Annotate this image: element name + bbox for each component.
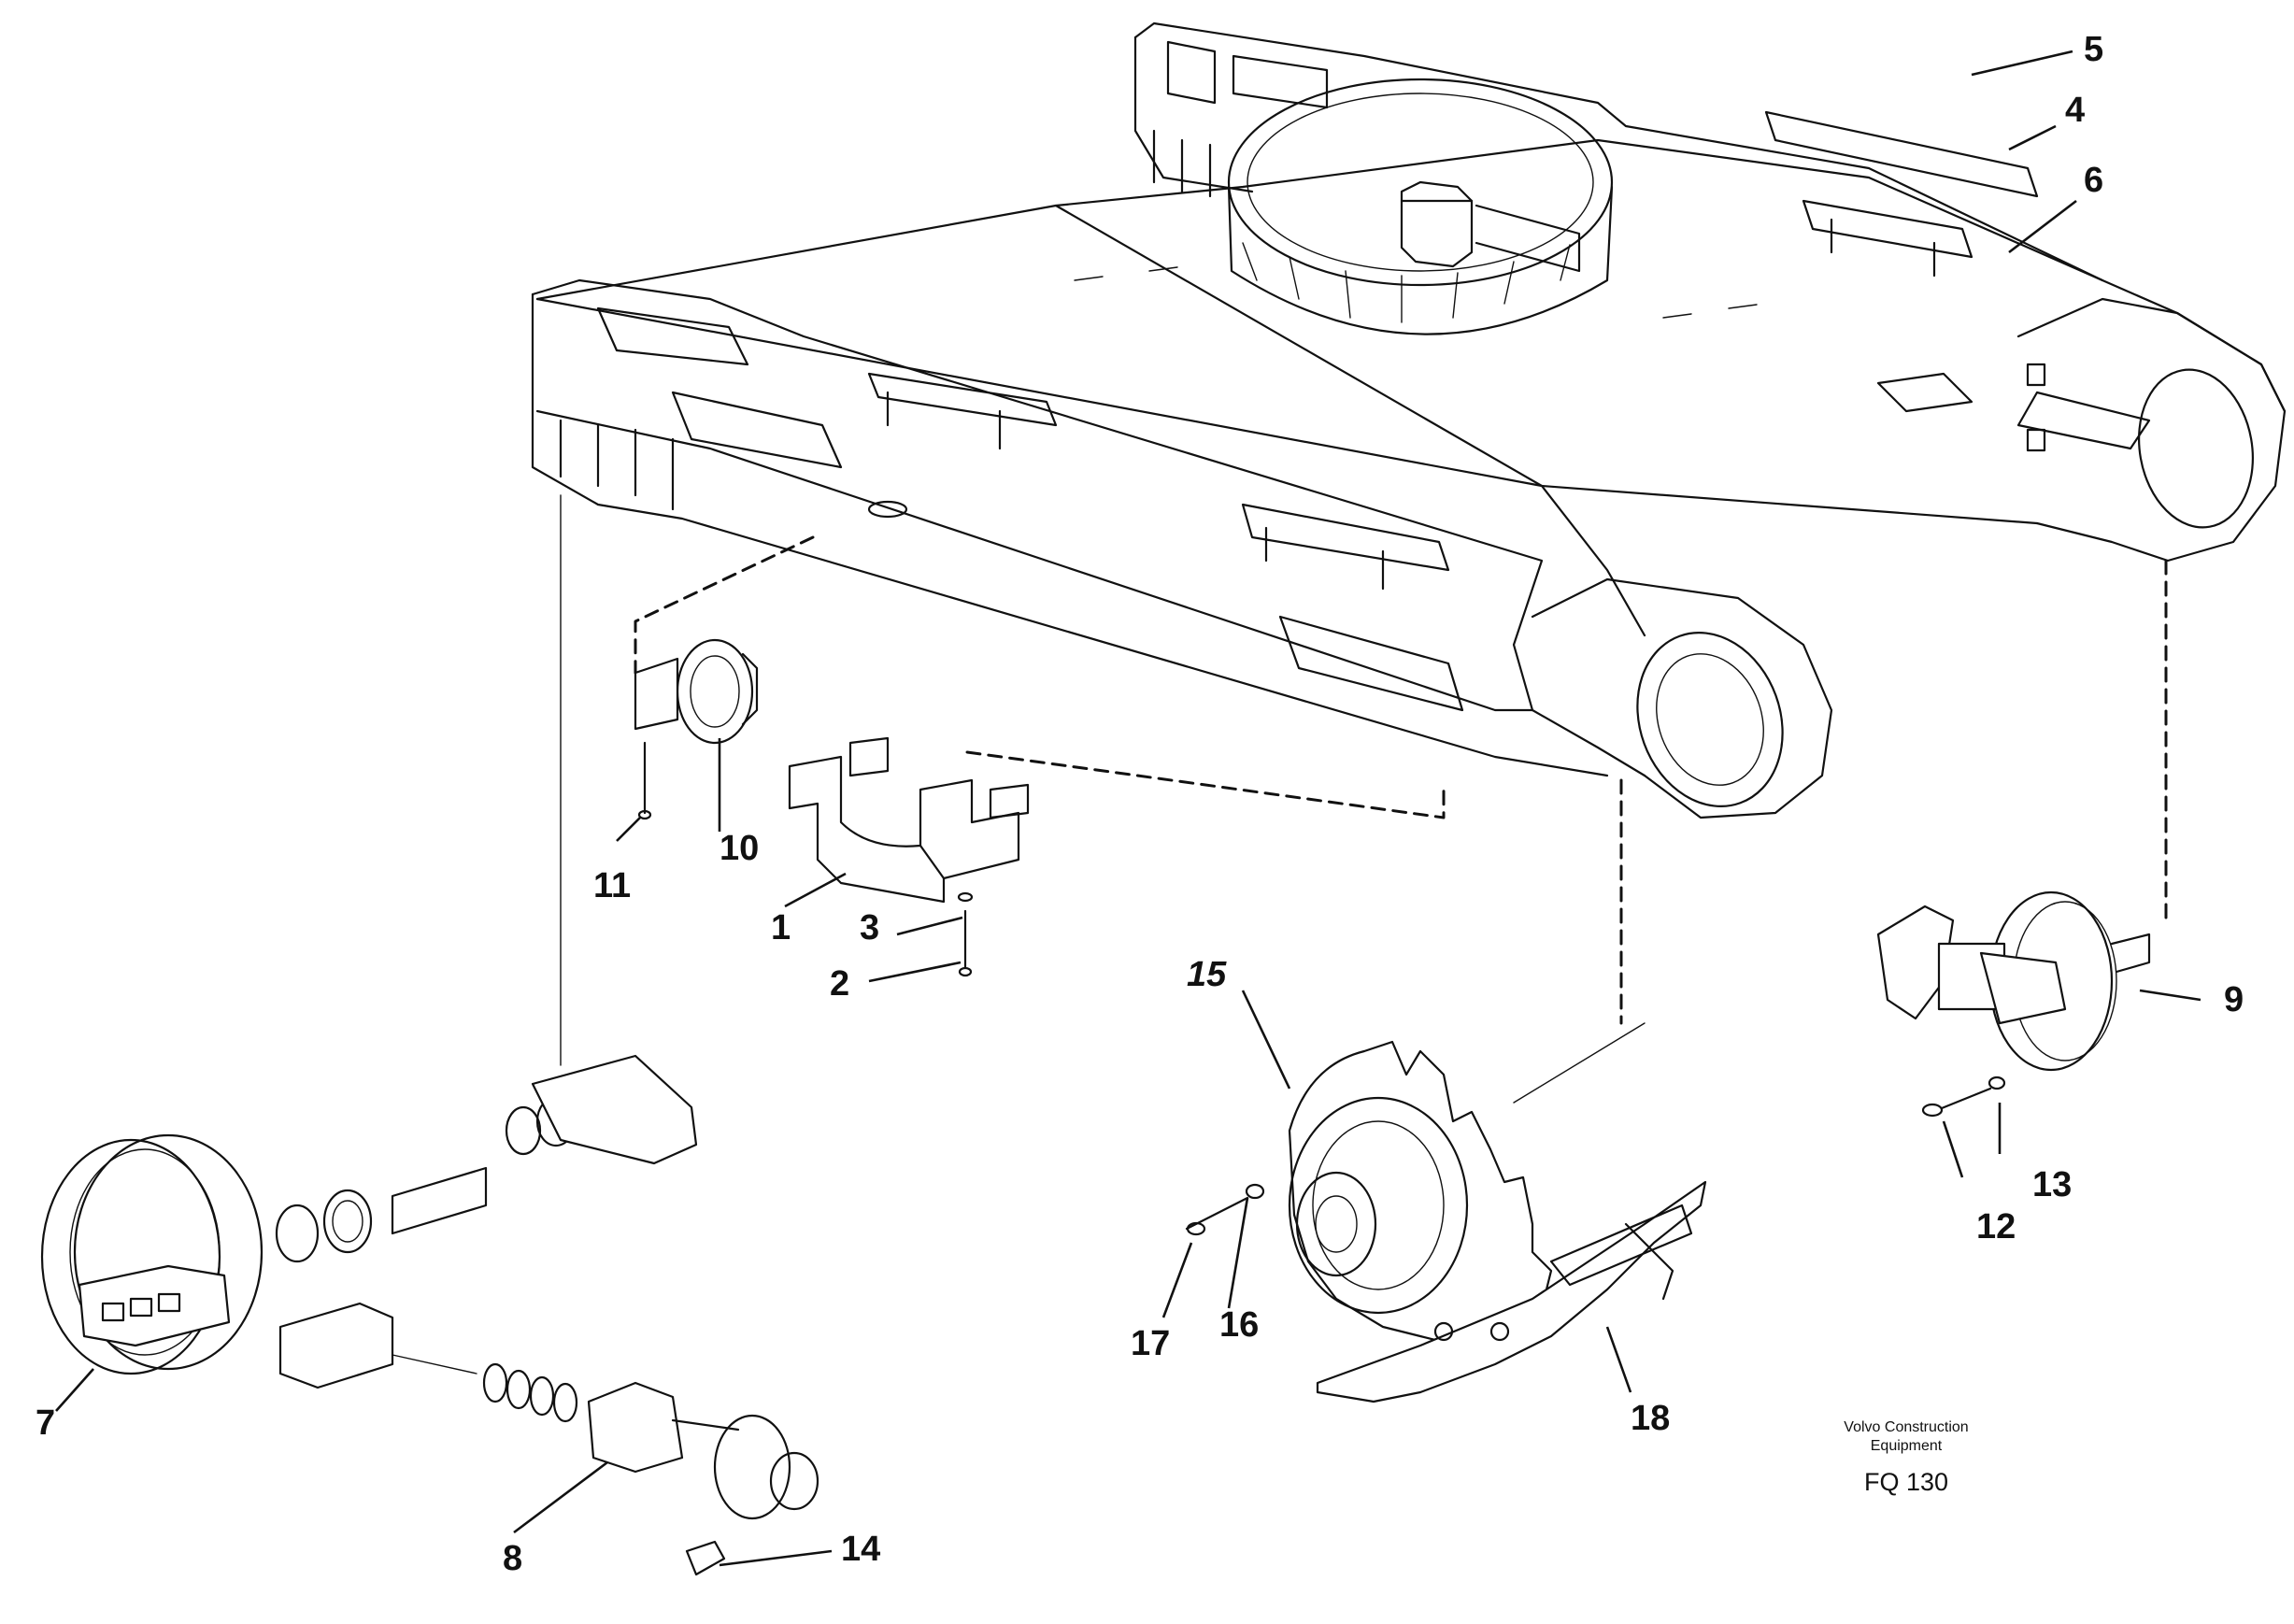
callout-13: 13 [2032, 1165, 2072, 1204]
callout-5: 5 [2084, 30, 2103, 69]
company-name-line2: Equipment [1871, 1438, 1943, 1454]
grease-nipple-14 [685, 1540, 726, 1576]
callout-labels: 5 4 6 9 13 12 10 11 1 3 2 15 16 17 18 7 … [36, 30, 2244, 1578]
recoil-spring-assembly [278, 1302, 819, 1520]
track-guard [788, 736, 1030, 904]
callout-16: 16 [1219, 1305, 1259, 1345]
undercarriage-frame [531, 21, 2287, 819]
callout-9: 9 [2224, 980, 2244, 1019]
callout-8: 8 [503, 1539, 522, 1578]
screw-17-washer-16 [1185, 1183, 1265, 1236]
callout-1: 1 [771, 908, 791, 947]
carrier-roller [634, 638, 759, 745]
callout-4: 4 [2065, 91, 2085, 130]
screw-12-washer-13 [1921, 1076, 2006, 1118]
screw-11 [637, 741, 652, 820]
leader-lines [55, 50, 2201, 1567]
callout-6: 6 [2084, 161, 2103, 200]
callout-11: 11 [593, 866, 631, 905]
callout-18: 18 [1631, 1399, 1670, 1438]
callout-15: 15 [1187, 955, 1227, 994]
drive-sprocket [1288, 1040, 1553, 1347]
callout-17: 17 [1131, 1324, 1170, 1363]
callout-10: 10 [720, 829, 759, 868]
screw-2-washer-3 [957, 891, 974, 977]
track-chain [1316, 1180, 1707, 1403]
idler-shaft-assembly [275, 1054, 698, 1263]
front-idler [40, 1133, 264, 1375]
callout-14: 14 [841, 1530, 880, 1569]
callout-3: 3 [860, 908, 879, 947]
travel-motor [1876, 890, 2151, 1072]
callout-2: 2 [830, 964, 849, 1004]
assembly-lines [560, 494, 2168, 1104]
figure-footer: Volvo Construction Equipment FQ 130 [1844, 1419, 1968, 1496]
figure-code: FQ 130 [1864, 1468, 1948, 1496]
company-name-line1: Volvo Construction [1844, 1419, 1968, 1435]
callout-7: 7 [36, 1403, 55, 1443]
callout-12: 12 [1976, 1207, 2016, 1246]
